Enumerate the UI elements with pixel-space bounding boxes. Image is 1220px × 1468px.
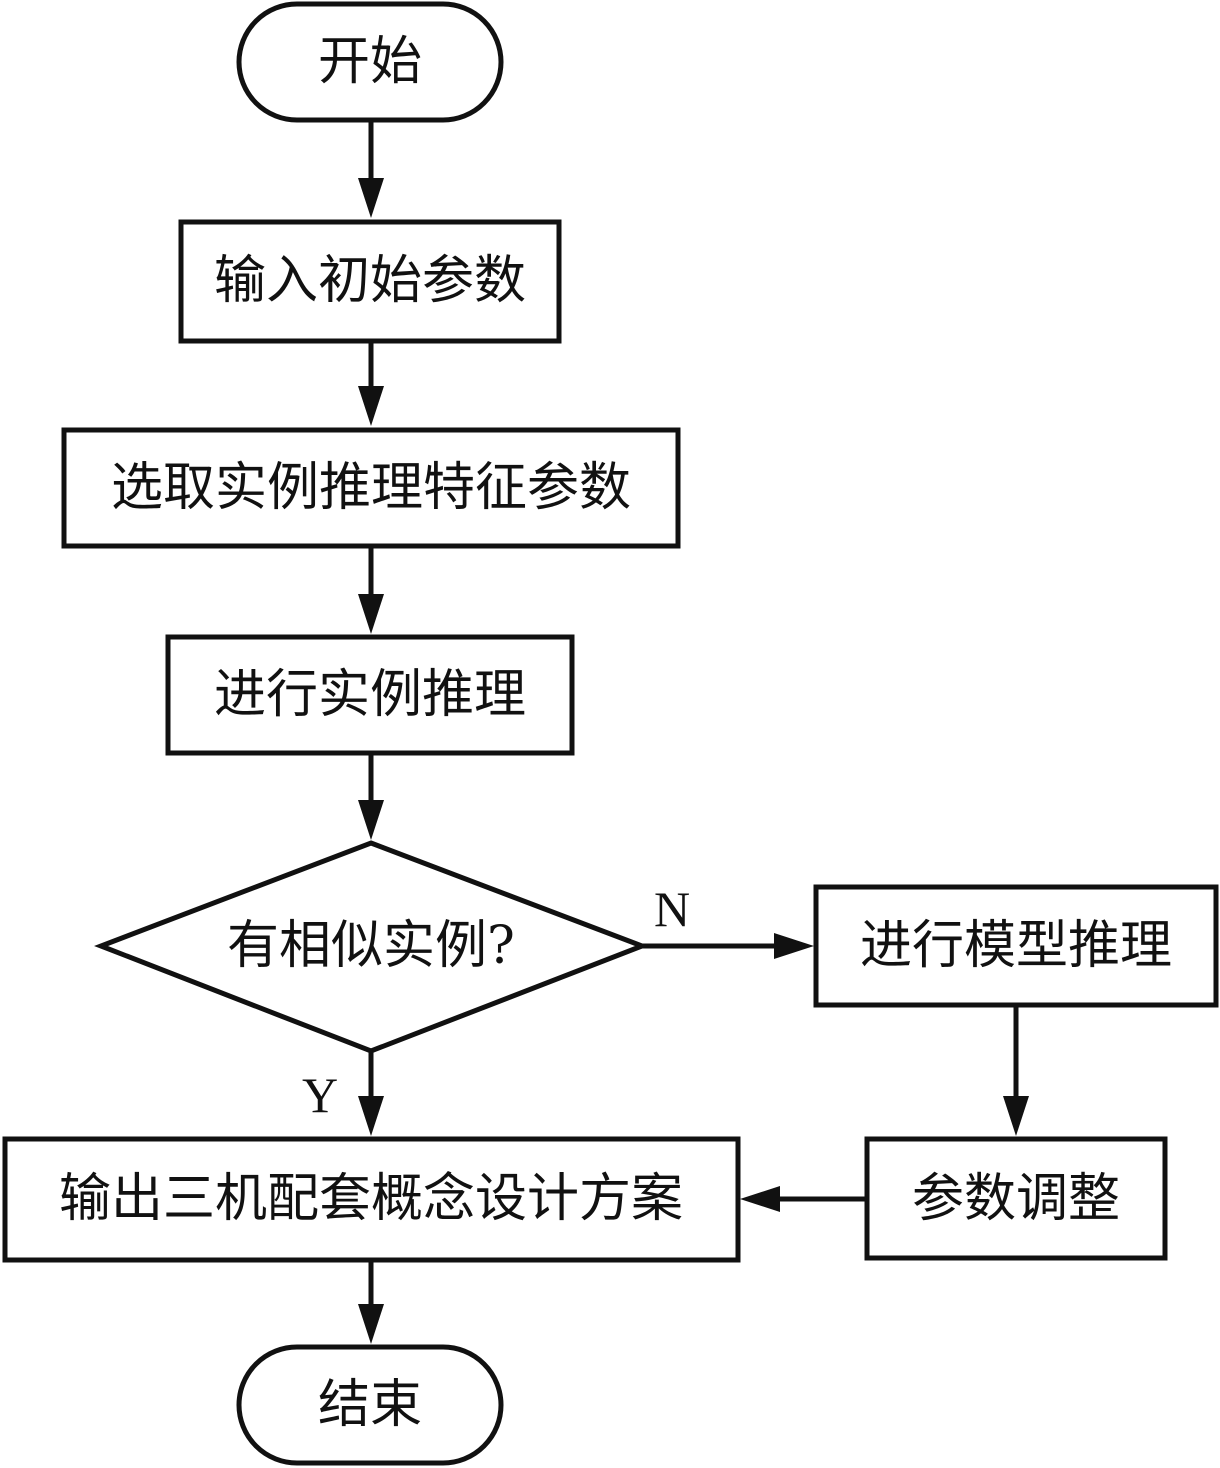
arrowhead	[358, 1096, 384, 1136]
start-terminal: 开始	[236, 1, 504, 123]
arrowhead	[358, 1304, 384, 1344]
arrowhead	[358, 594, 384, 634]
similar-case-decision: 有相似实例?	[94, 840, 649, 1054]
edge-select-to-case	[358, 546, 384, 634]
edge-decision-no-to-model	[642, 933, 814, 959]
arrowhead	[358, 800, 384, 840]
end-label: 结束	[318, 1375, 422, 1435]
case-reasoning-box: 进行实例推理	[165, 634, 575, 756]
branch-label-no: N	[654, 881, 690, 937]
edge-output-to-end	[358, 1260, 384, 1344]
case-reasoning-label: 进行实例推理	[214, 665, 526, 725]
arrowhead	[1003, 1096, 1029, 1136]
edge-decision-yes-to-output	[358, 1051, 384, 1136]
edge-input-to-select	[358, 341, 384, 426]
arrowhead	[774, 933, 814, 959]
input-params-label: 输入初始参数	[214, 251, 526, 311]
output-scheme-label: 输出三机配套概念设计方案	[59, 1169, 683, 1229]
end-terminal: 结束	[236, 1344, 504, 1466]
branch-label-yes: Y	[302, 1067, 338, 1123]
arrowhead	[358, 178, 384, 218]
output-scheme-box: 输出三机配套概念设计方案	[2, 1136, 741, 1263]
edge-case-to-decision	[358, 753, 384, 840]
model-reasoning-box: 进行模型推理	[813, 884, 1219, 1008]
edge-start-to-input	[358, 120, 384, 218]
decision-label: 有相似实例?	[227, 916, 515, 976]
param-adjust-box: 参数调整	[864, 1136, 1168, 1261]
arrowhead	[358, 386, 384, 426]
model-reasoning-label: 进行模型推理	[860, 916, 1172, 976]
arrowhead	[740, 1186, 780, 1212]
select-features-label: 选取实例推理特征参数	[111, 458, 631, 518]
param-adjust-label: 参数调整	[912, 1169, 1120, 1229]
select-features-box: 选取实例推理特征参数	[61, 427, 681, 549]
start-label: 开始	[318, 32, 422, 92]
edge-adjust-to-output	[740, 1186, 867, 1212]
edge-model-to-adjust	[1003, 1005, 1029, 1136]
input-params-box: 输入初始参数	[178, 219, 562, 344]
